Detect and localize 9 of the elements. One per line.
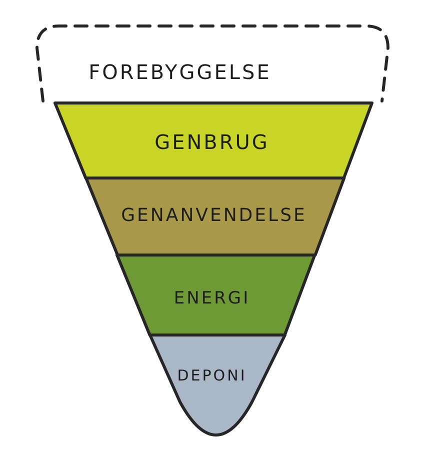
band-label: ENERGI (174, 290, 250, 308)
dashed-outline-band (34, 23, 391, 104)
band-label: DEPONI (177, 368, 247, 384)
band-label: GENANVENDELSE (121, 207, 307, 225)
hierarchy-band (52, 100, 375, 181)
hierarchy-band (82, 175, 347, 258)
band-label: GENBRUG (154, 132, 270, 152)
hierarchy-band (114, 252, 318, 338)
band-label: FOREBYGGELSE (88, 62, 272, 82)
